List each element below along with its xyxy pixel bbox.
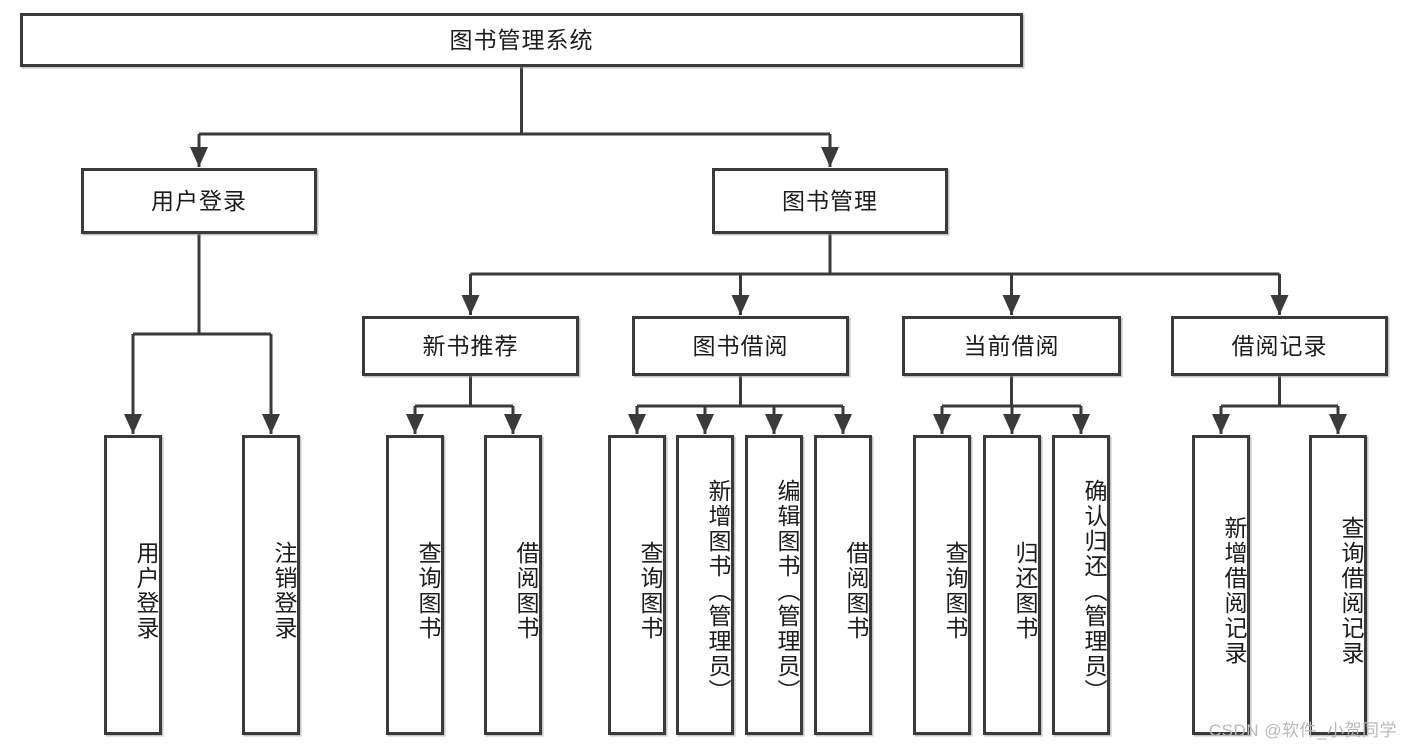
node-label: 借阅图书 — [843, 541, 869, 641]
node-label: 用户登录 — [133, 541, 159, 641]
arrow-head-leaf-query-book-1 — [406, 414, 424, 434]
node-label: 图书借阅 — [692, 332, 789, 359]
node-current-borrow[interactable]: 当前借阅 — [902, 316, 1121, 376]
node-leaf-return-book[interactable]: 归还图书 — [983, 435, 1041, 735]
arrow-head-leaf-user-logout — [262, 414, 280, 434]
node-user-login[interactable]: 用户登录 — [81, 168, 317, 234]
node-label: 查询图书 — [637, 541, 663, 641]
node-label: 图书管理系统 — [449, 26, 594, 53]
node-leaf-add-record[interactable]: 新增借阅记录 — [1192, 435, 1250, 735]
node-leaf-confirm-return[interactable]: 确认归还（管理员） — [1052, 435, 1110, 735]
arrow-head-leaf-add-record — [1212, 414, 1230, 434]
arrow-head-leaf-borrow-book-1 — [504, 414, 522, 434]
watermark-text: CSDN @软件_小贺同学 — [1208, 721, 1397, 740]
arrow-head-borrow-record — [1270, 295, 1289, 315]
node-label: 借阅记录 — [1231, 332, 1328, 359]
arrow-head-user-login — [190, 147, 208, 167]
node-leaf-borrow-book-1[interactable]: 借阅图书 — [484, 435, 542, 735]
arrow-head-current-borrow — [1002, 295, 1021, 315]
arrow-head-leaf-query-record — [1329, 414, 1347, 434]
node-label: 确认归还（管理员） — [1081, 478, 1107, 704]
arrow-head-leaf-user-login — [124, 414, 142, 434]
node-leaf-query-book-1[interactable]: 查询图书 — [386, 435, 444, 735]
arrow-head-leaf-return-book — [1003, 414, 1021, 434]
node-label: 当前借阅 — [963, 332, 1060, 359]
node-leaf-user-logout[interactable]: 注销登录 — [242, 435, 300, 735]
node-leaf-query-record[interactable]: 查询借阅记录 — [1309, 435, 1367, 735]
node-root[interactable]: 图书管理系统 — [20, 13, 1023, 67]
node-label: 新增图书（管理员） — [705, 478, 731, 704]
arrow-head-leaf-query-book-3 — [933, 414, 951, 434]
node-leaf-user-login[interactable]: 用户登录 — [104, 435, 162, 735]
node-new-book-rec[interactable]: 新书推荐 — [362, 316, 579, 376]
node-label: 用户登录 — [151, 187, 247, 214]
node-label: 查询借阅记录 — [1338, 516, 1364, 666]
node-leaf-add-book[interactable]: 新增图书（管理员） — [676, 435, 734, 735]
node-borrow-record[interactable]: 借阅记录 — [1171, 316, 1388, 376]
node-leaf-query-book-2[interactable]: 查询图书 — [608, 435, 666, 735]
arrow-head-new-book-rec — [461, 295, 480, 315]
node-label: 借阅图书 — [513, 541, 539, 641]
node-label: 编辑图书（管理员） — [774, 478, 800, 704]
node-label: 新书推荐 — [422, 332, 519, 359]
node-leaf-borrow-book-2[interactable]: 借阅图书 — [814, 435, 872, 735]
arrow-head-leaf-confirm-return — [1072, 414, 1090, 434]
arrow-head-book-manage — [821, 147, 839, 167]
node-label: 查询图书 — [415, 541, 441, 641]
node-label: 注销登录 — [271, 541, 297, 641]
arrow-head-leaf-add-book — [696, 414, 714, 434]
node-label: 查询图书 — [942, 541, 968, 641]
arrow-head-leaf-edit-book — [765, 414, 783, 434]
node-label: 新增借阅记录 — [1221, 516, 1247, 666]
node-label: 归还图书 — [1012, 541, 1038, 641]
node-leaf-query-book-3[interactable]: 查询图书 — [913, 435, 971, 735]
arrow-head-leaf-borrow-book-2 — [834, 414, 852, 434]
node-leaf-edit-book[interactable]: 编辑图书（管理员） — [745, 435, 803, 735]
node-label: 图书管理 — [782, 187, 878, 214]
arrow-head-leaf-query-book-2 — [628, 414, 646, 434]
node-book-borrow[interactable]: 图书借阅 — [632, 316, 849, 376]
arrow-head-book-borrow — [731, 295, 750, 315]
node-book-manage[interactable]: 图书管理 — [712, 168, 948, 234]
